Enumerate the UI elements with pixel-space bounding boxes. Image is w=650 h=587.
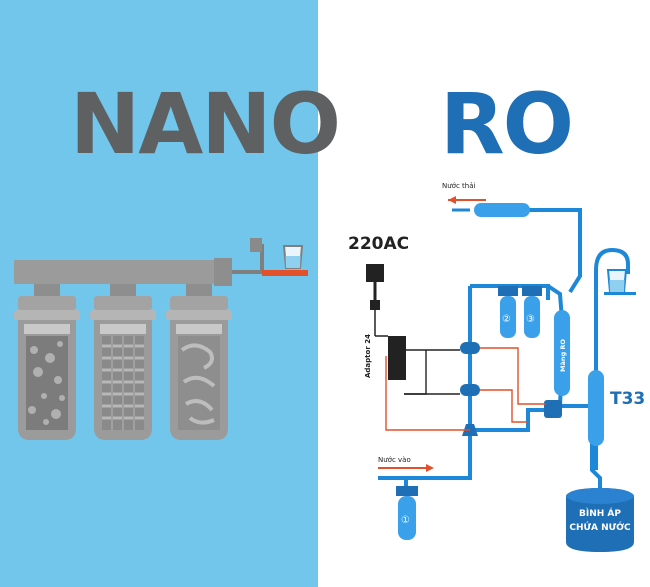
nano-filter-3 (166, 284, 232, 440)
filter-1-number: ① (401, 515, 410, 526)
tank-label-line2: CHỨA NƯỚC (569, 521, 631, 533)
waste-water-pipe (528, 208, 582, 294)
filter-2 (498, 286, 518, 338)
inlet-label: Nước vào (378, 456, 411, 464)
flow-restrictor (474, 203, 530, 217)
nano-filter-1 (14, 284, 80, 440)
tank-pipe (560, 404, 602, 490)
pressure-switch (460, 384, 480, 396)
filter-1 (396, 486, 418, 540)
filter-2-number: ② (502, 314, 511, 325)
nano-faucet (250, 238, 262, 252)
wire-black (404, 349, 460, 395)
nano-title: NANO (70, 75, 341, 173)
filter-3-number: ③ (526, 314, 535, 325)
wire-red (385, 347, 546, 431)
nano-filter-system (14, 238, 308, 440)
t33-filter (588, 370, 604, 446)
filter-3 (522, 286, 542, 338)
pressure-tank (566, 488, 634, 552)
membrane-label: Màng RO (559, 339, 567, 372)
solenoid-valve (460, 342, 480, 354)
power-label: 220AC (348, 234, 409, 254)
nano-manifold (14, 260, 232, 284)
waste-water-label: Nước thải (442, 182, 476, 190)
adaptor-label: Adaptor 24 (364, 334, 372, 378)
nano-glass-icon (282, 245, 304, 269)
tank-label-line1: BÌNH ÁP (579, 507, 621, 519)
faucet-pipe (594, 247, 630, 470)
ro-title: RO (440, 75, 574, 173)
booster-pump (544, 400, 562, 418)
nano-counter (262, 270, 308, 276)
ro-filter-system (366, 196, 636, 552)
ro-counter (604, 292, 636, 295)
t33-label: T33 (610, 389, 645, 409)
ro-main-pipe (404, 286, 472, 488)
ro-glass-icon (606, 269, 628, 293)
adaptor-box (366, 264, 406, 380)
ro-membrane (554, 310, 570, 396)
nano-manifold-end (214, 258, 232, 286)
pump-pipe (470, 408, 546, 432)
nano-filter-2 (90, 284, 156, 440)
